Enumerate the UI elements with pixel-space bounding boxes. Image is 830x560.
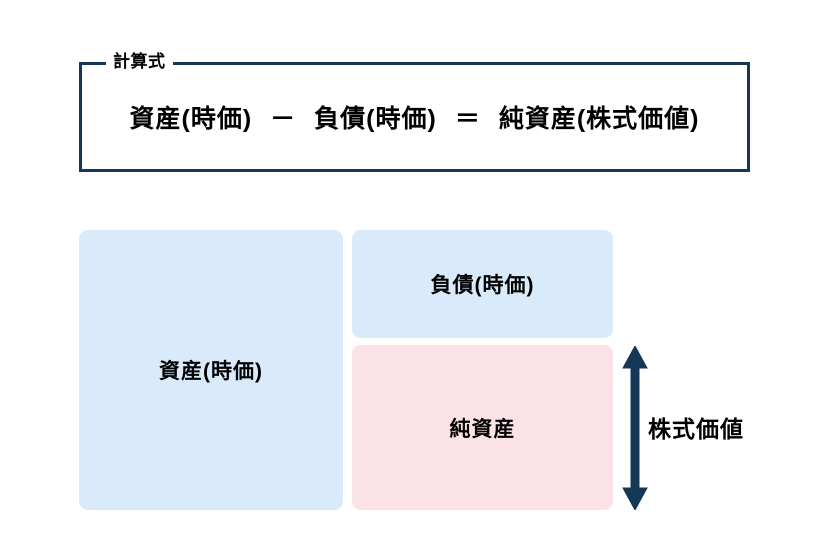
- formula-operator-minus: －: [270, 105, 297, 133]
- block-assets: 資産(時価): [79, 230, 343, 510]
- formula-term-equity: 純資産(株式価値): [498, 105, 700, 133]
- arrow-label-equity-value: 株式価値: [648, 416, 744, 442]
- formula-operator-equals: ＝: [454, 105, 481, 133]
- block-liabilities: 負債(時価): [352, 230, 613, 338]
- block-equity: 純資産: [352, 345, 613, 510]
- double-headed-vertical-arrow-icon: [622, 346, 648, 510]
- formula-box-legend: 計算式: [106, 50, 173, 74]
- block-liabilities-label: 負債(時価): [430, 274, 535, 297]
- formula-expression: 資産(時価) － 負債(時価) ＝ 純資産(株式価値): [79, 62, 750, 172]
- block-equity-label: 純資産: [449, 417, 516, 441]
- formula-term-assets: 資産(時価): [129, 105, 253, 133]
- formula-term-liabilities: 負債(時価): [314, 105, 437, 133]
- block-assets-label: 資産(時価): [159, 360, 263, 383]
- formula-box: [79, 62, 750, 172]
